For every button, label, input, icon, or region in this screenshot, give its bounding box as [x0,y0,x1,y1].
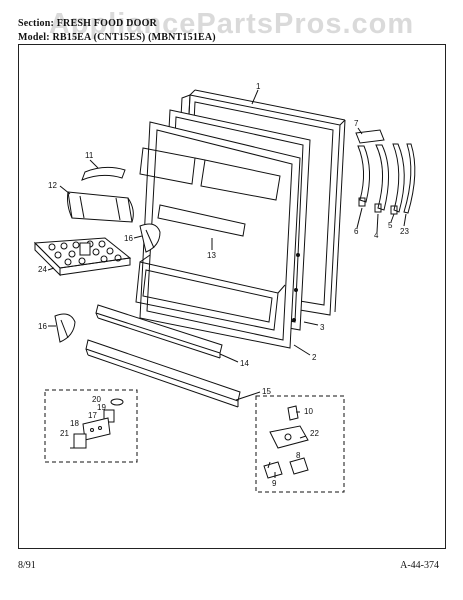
callout-16-upper: 16 [124,234,133,243]
leader-lines [47,89,407,478]
callout-5: 5 [388,221,393,230]
section-value: FRESH FOOD DOOR [56,18,157,29]
inset-box-hinge-assembly [44,389,138,463]
callout-8: 8 [296,451,301,460]
section-label: Section: [18,18,55,29]
callout-20: 20 [92,395,101,404]
footer-date: 8/91 [18,560,36,571]
callout-18: 18 [70,419,79,428]
callout-14: 14 [240,359,249,368]
callout-13: 13 [207,251,216,260]
callout-9: 9 [272,479,277,488]
callout-3: 3 [320,323,325,332]
drawing-frame [18,44,446,549]
section-line: Section: FRESH FOOD DOOR [18,18,157,29]
callout-24: 24 [38,265,47,274]
butter-compartment [67,191,134,223]
callout-12: 12 [48,181,57,190]
callout-1: 1 [256,82,261,91]
callout-10: 10 [304,407,313,416]
egg-tray [33,237,132,277]
butter-door [81,166,126,181]
callout-labels: 1 2 3 4 5 6 7 8 9 10 11 12 13 14 15 16 1… [38,82,409,488]
model-line: Model: RB15EA (CNT15ES) (MBNT151EA) [18,32,216,43]
callout-17: 17 [88,411,97,420]
footer-drawing-id: A-44-374 [400,560,439,571]
callout-21: 21 [60,429,69,438]
callout-11: 11 [85,151,94,160]
shelf-bar-14 [95,304,223,359]
callout-23: 23 [400,227,409,236]
shelf-end-cap-upper [139,223,161,253]
callout-15: 15 [262,387,271,396]
inset-box-hinge-bracket [255,395,345,493]
door-handle-parts [355,129,416,215]
model-value: RB15EA (CNT15ES) (MBNT151EA) [52,32,216,43]
shelf-end-cap-lower [54,313,76,343]
callout-4: 4 [374,231,379,240]
callout-2: 2 [312,353,317,362]
model-label: Model: [18,32,50,43]
shelf-bar-15 [85,339,241,408]
callout-19: 19 [97,403,106,412]
callout-22: 22 [310,429,319,438]
callout-7: 7 [354,119,359,128]
door-liner [135,121,301,349]
callout-16-lower: 16 [38,322,47,331]
callout-6: 6 [354,227,359,236]
watermark: AppliancePartsPros.com [48,8,415,40]
